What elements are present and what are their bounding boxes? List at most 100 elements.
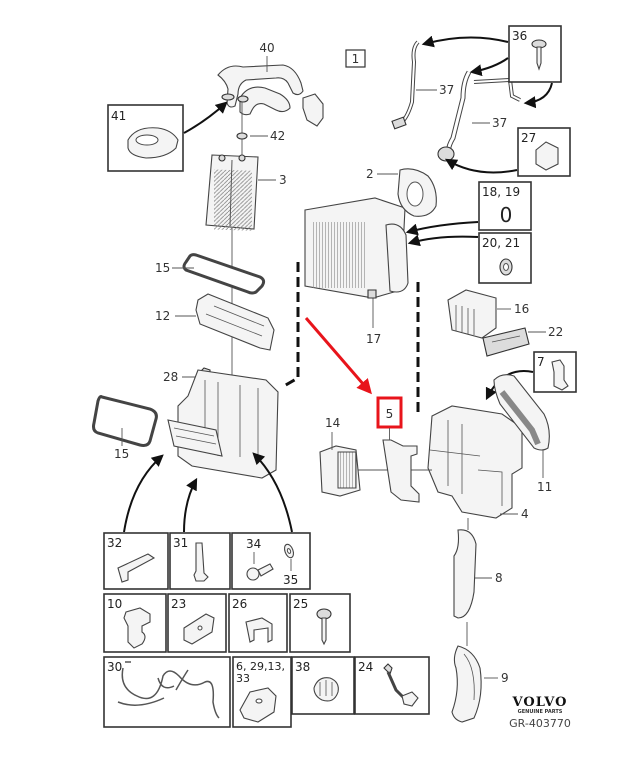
callout-15b: 15 [114,428,129,461]
svg-text:18, 19: 18, 19 [482,185,520,199]
part-2-seal[interactable] [397,168,437,217]
part-evaporator-housing[interactable] [304,197,409,299]
part-17-clip[interactable] [367,289,377,299]
part-12-filter-housing[interactable] [195,293,275,351]
arrow-32 [123,454,164,533]
svg-text:10: 10 [107,597,122,611]
svg-text:3: 3 [279,173,287,187]
svg-text:28: 28 [163,370,178,384]
inset-box-41[interactable]: 41 [107,104,184,172]
svg-text:35: 35 [283,573,298,587]
svg-text:38: 38 [295,660,310,674]
svg-text:37: 37 [492,116,507,130]
part-37-sensor-wire-a[interactable] [391,40,420,130]
svg-text:8: 8 [495,571,503,585]
part-15-gasket-upper[interactable] [182,253,266,295]
svg-text:41: 41 [111,109,126,123]
svg-text:6, 29,13,: 6, 29,13, [236,660,285,673]
inset-box-38[interactable]: 38 [291,656,355,715]
part-5-bracket[interactable] [382,439,420,503]
svg-text:32: 32 [107,536,122,550]
inset-box-34-35[interactable]: 34 35 [231,532,311,590]
svg-text:27: 27 [521,131,536,145]
part-37-sensor-wire-b[interactable] [437,70,521,162]
svg-text:17: 17 [366,332,381,346]
svg-text:25: 25 [293,597,308,611]
callout-8: 8 [475,571,503,585]
inset-box-30[interactable]: 30 [103,656,231,728]
callout-15a: 15 [155,261,194,275]
diagram-reference: GR-403770 [509,717,571,730]
arrow-27 [444,158,518,174]
inset-box-32[interactable]: 32 [103,532,169,590]
svg-text:14: 14 [325,416,340,430]
callout-9: 9 [484,671,509,685]
inset-box-23[interactable]: 23 [167,593,227,653]
callout-4: 4 [500,507,529,521]
inset-box-31[interactable]: 31 [169,532,231,590]
svg-text:36: 36 [512,29,527,43]
part-9-duct[interactable] [451,645,482,723]
svg-text:GENUINE PARTS: GENUINE PARTS [518,709,563,715]
svg-text:26: 26 [232,597,247,611]
svg-text:VOLVO: VOLVO [512,695,568,710]
part-heater-housing-left[interactable] [167,369,279,479]
svg-text:0: 0 [500,203,513,227]
callout-40: 40 [259,41,275,72]
svg-text:24: 24 [358,660,373,674]
callout-16: 16 [497,302,529,316]
svg-text:34: 34 [246,537,261,551]
part-3-heater-core[interactable] [205,154,259,231]
part-16-actuator[interactable] [447,289,497,339]
callout-2: 2 [366,167,398,181]
dashed-connector-left [283,262,300,388]
part-4-blower-housing[interactable] [427,405,523,519]
inset-box-36[interactable]: 36 [508,25,562,83]
arrow-34 [252,452,293,533]
svg-text:15: 15 [155,261,170,275]
arrow-36b [469,57,509,77]
svg-text:42: 42 [270,129,285,143]
inset-box-18-19[interactable]: 18, 19 0 [478,181,532,231]
svg-text:16: 16 [514,302,529,316]
inset-box-27[interactable]: 27 [517,127,571,177]
part-8-duct[interactable] [453,529,477,619]
svg-text:7: 7 [537,355,545,369]
callout-37a: 37 [416,83,454,97]
callout-5-highlighted[interactable]: 5 [376,396,403,440]
inset-box-25[interactable]: 25 [289,593,351,653]
inset-box-7[interactable]: 7 [533,351,577,393]
arrow-18-19 [405,221,479,236]
svg-text:23: 23 [171,597,186,611]
arrow-20-21 [407,234,479,247]
svg-text:20, 21: 20, 21 [482,236,520,250]
arrow-36a [421,35,509,48]
inset-box-24[interactable]: 24 [354,656,430,715]
callout-3: 3 [258,173,287,187]
highlight-arrow [304,317,372,395]
callout-22: 22 [528,325,563,339]
svg-text:9: 9 [501,671,509,685]
svg-text:40: 40 [259,41,274,55]
callout-11: 11 [537,450,552,494]
part-22-control-module[interactable] [482,327,530,357]
part-40-pipes[interactable] [217,64,304,116]
arrow-31 [183,477,198,533]
part-14-blower-motor[interactable] [319,445,361,497]
inset-box-6-29-13-33[interactable]: 6, 29,13, 33 [232,656,292,728]
svg-text:12: 12 [155,309,170,323]
group-label: 1 [345,49,366,68]
arrow-41 [183,101,228,134]
svg-text:31: 31 [173,536,188,550]
part-15-gasket-lower[interactable] [92,395,158,447]
svg-text:2: 2 [366,167,374,181]
part-11-cover[interactable] [493,374,550,451]
volvo-logo: VOLVO GENUINE PARTS [512,695,568,715]
inset-box-26[interactable]: 26 [228,593,288,653]
inset-box-20-21[interactable]: 20, 21 [478,232,532,284]
inset-box-10[interactable]: 10 [103,593,167,653]
part-42-oring[interactable] [236,132,248,140]
svg-text:4: 4 [521,507,529,521]
svg-text:15: 15 [114,447,129,461]
